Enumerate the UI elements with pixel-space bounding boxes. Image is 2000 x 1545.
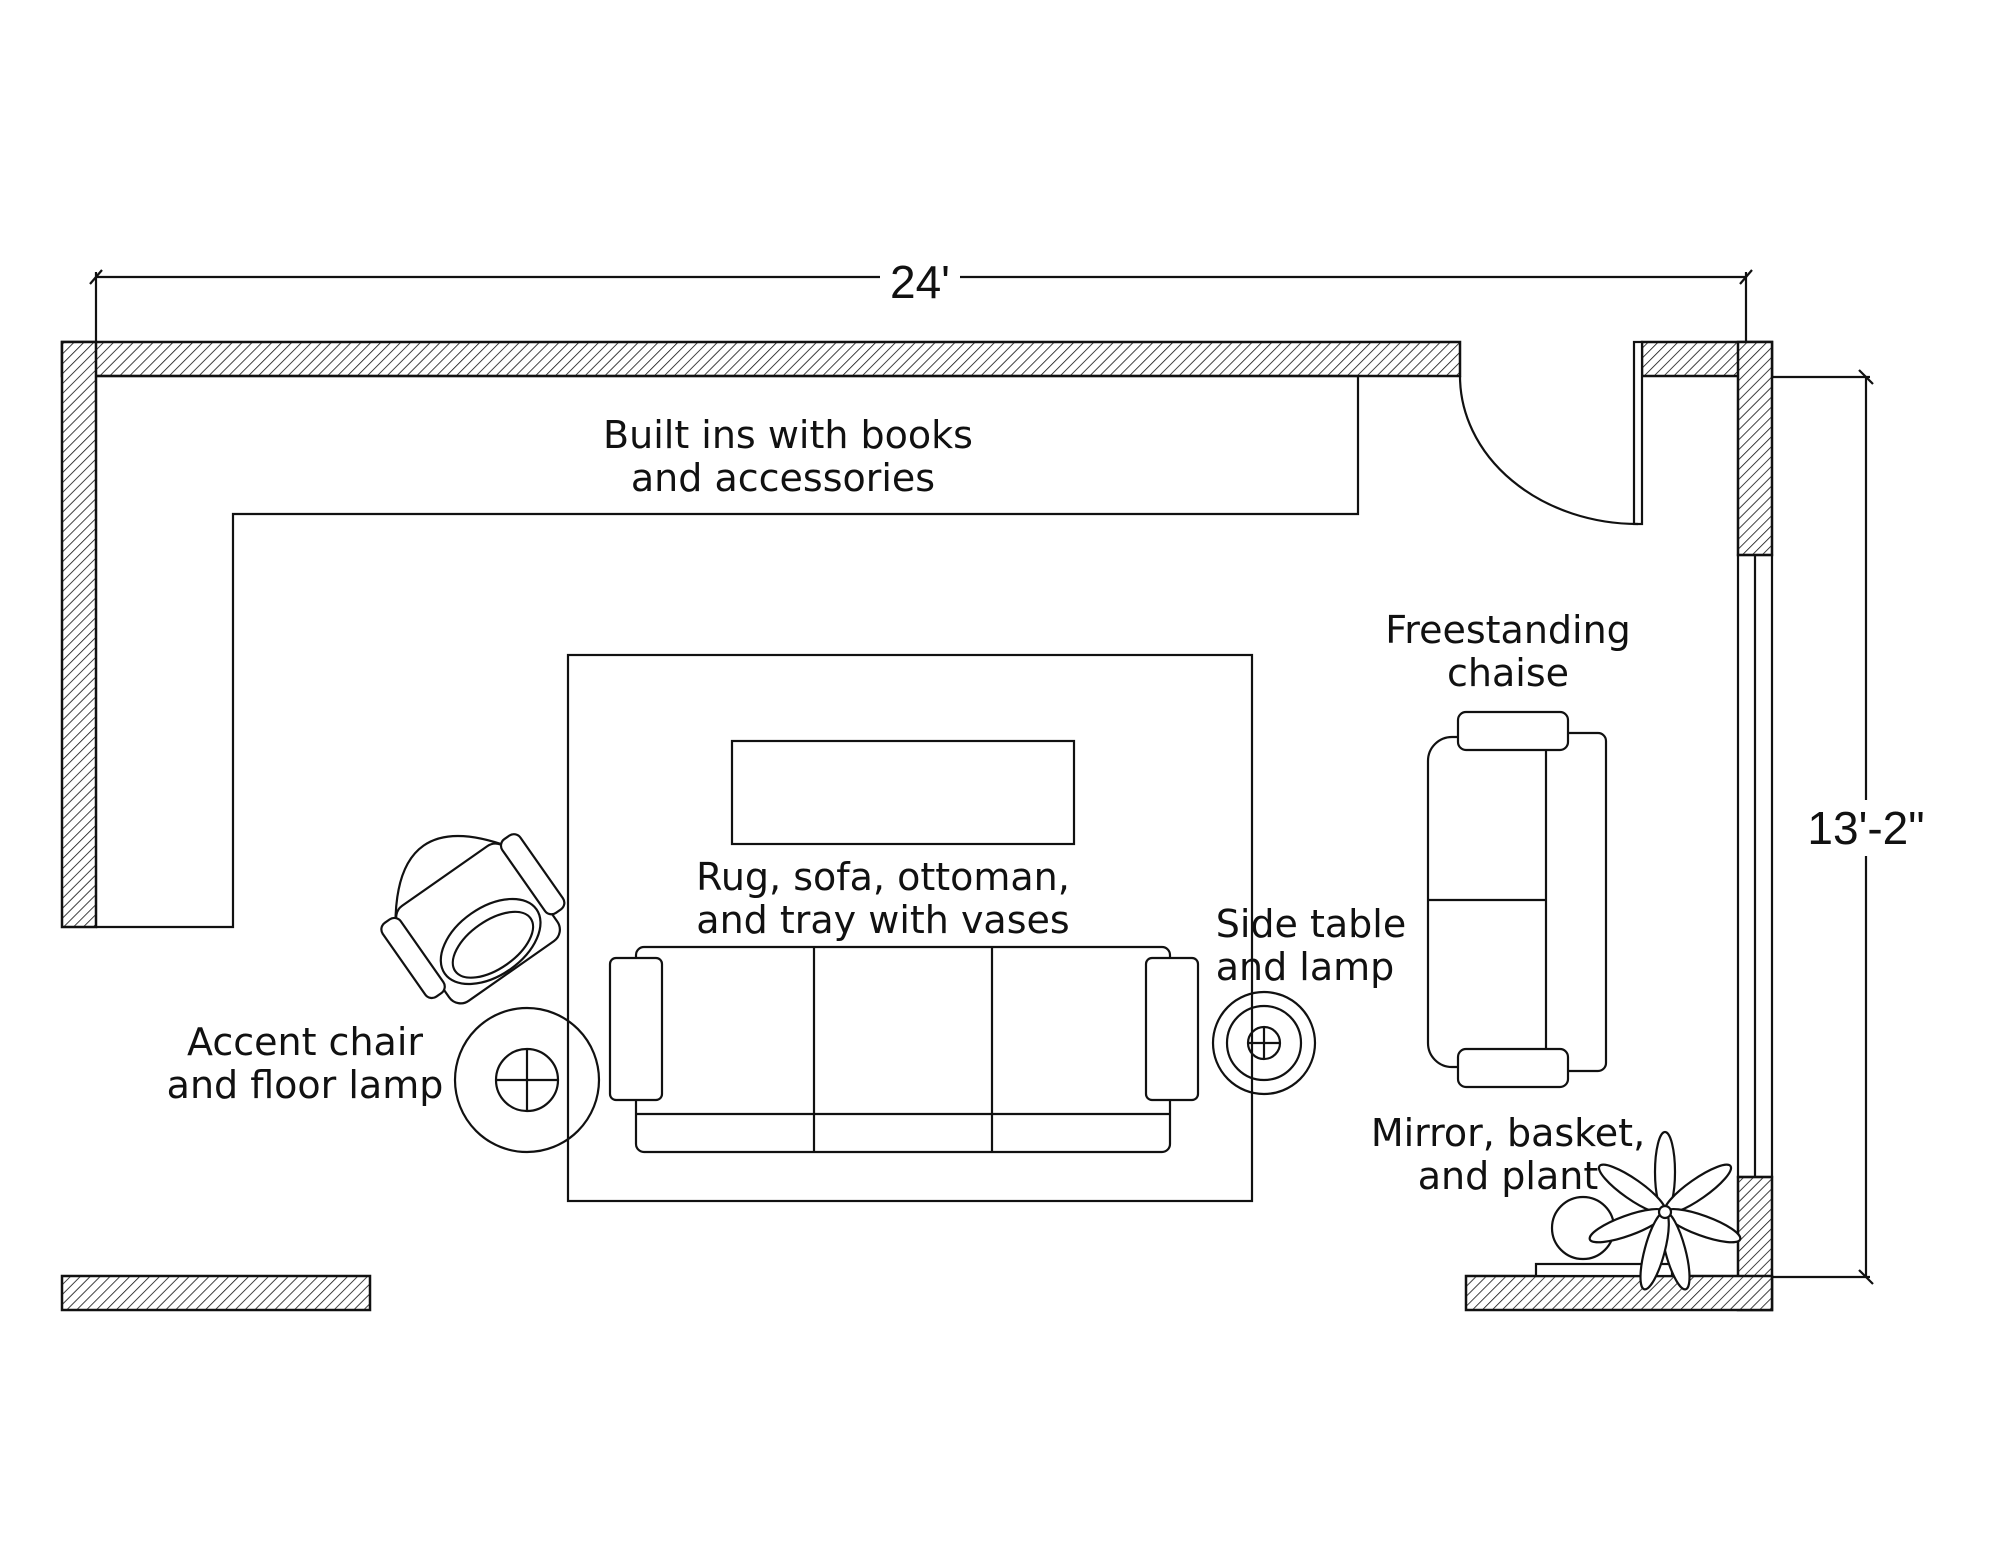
- bottom-wall-left: [60, 1274, 372, 1312]
- accent-chair: [380, 833, 566, 1005]
- chaise-label: Freestanding chaise: [1385, 608, 1631, 695]
- floor-lamp: [453, 1006, 601, 1154]
- mirror-label-line2: and plant: [1418, 1154, 1599, 1198]
- sofa-arm-left: [608, 956, 664, 1102]
- width-dimension-label: 24': [890, 256, 950, 308]
- built-ins-label: Built ins with books and accessories: [603, 413, 973, 500]
- sofa: [608, 945, 1200, 1154]
- ottoman: [730, 739, 1076, 846]
- rug-group-label-line1: Rug, sofa, ottoman,: [696, 855, 1070, 899]
- bottom-wall-right: [1464, 1274, 1774, 1312]
- mirror-label-line1: Mirror, basket,: [1371, 1111, 1645, 1155]
- side-table-label: Side table and lamp: [1216, 902, 1407, 989]
- built-ins-label-line2: and accessories: [631, 456, 935, 500]
- rug-group-label-line2: and tray with vases: [696, 898, 1069, 942]
- sofa-arm-right: [1144, 956, 1200, 1102]
- mirror-label: Mirror, basket, and plant: [1371, 1111, 1645, 1198]
- accent-chair-label: Accent chair and floor lamp: [167, 1020, 444, 1107]
- built-ins-outline: [96, 374, 1360, 929]
- right-wall-upper: [1736, 340, 1774, 557]
- accent-chair-label-line1: Accent chair: [187, 1020, 423, 1064]
- plant-icon: [1588, 1130, 1742, 1291]
- side-table-label-line2: and lamp: [1216, 945, 1395, 989]
- chaise-label-line1: Freestanding: [1385, 608, 1631, 652]
- width-dimension: 24': [89, 248, 1753, 345]
- mirror-basket-plant: [1534, 1130, 1742, 1291]
- chaise: [1426, 710, 1608, 1089]
- window: [1736, 553, 1774, 1179]
- depth-dimension: 13'-2": [1760, 369, 1925, 1285]
- rug: [566, 653, 1254, 1203]
- door: [1458, 340, 1644, 526]
- side-table-label-line1: Side table: [1216, 902, 1407, 946]
- walls: [60, 340, 1774, 1312]
- rug-group-label: Rug, sofa, ottoman, and tray with vases: [696, 855, 1070, 942]
- accent-chair-label-line2: and floor lamp: [167, 1063, 444, 1107]
- side-table: [1211, 990, 1317, 1096]
- chaise-label-line2: chaise: [1447, 651, 1569, 695]
- built-ins-label-line1: Built ins with books: [603, 413, 973, 457]
- top-wall-left: [60, 340, 1462, 378]
- left-wall: [60, 340, 98, 929]
- chaise-back: [1544, 731, 1608, 1073]
- depth-dimension-label: 13'-2": [1807, 802, 1924, 854]
